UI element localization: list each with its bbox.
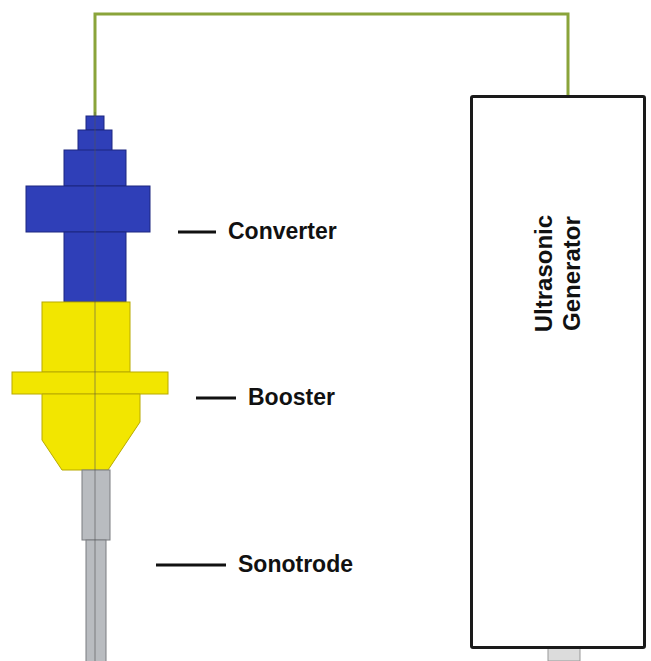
leader-line <box>156 564 226 567</box>
part-label: Sonotrode <box>238 551 353 579</box>
converter-body <box>26 116 150 302</box>
center-line <box>95 112 96 661</box>
leader-line <box>196 397 236 400</box>
booster-body <box>12 302 168 470</box>
generator-connector <box>548 648 580 661</box>
part-label: Booster <box>248 384 335 412</box>
generator-label: Ultrasonic Generator <box>530 199 585 349</box>
part-label: Converter <box>228 218 337 246</box>
generator-box: Ultrasonic Generator <box>470 95 646 649</box>
leader-line <box>178 231 216 234</box>
sonotrode-body <box>82 470 110 661</box>
